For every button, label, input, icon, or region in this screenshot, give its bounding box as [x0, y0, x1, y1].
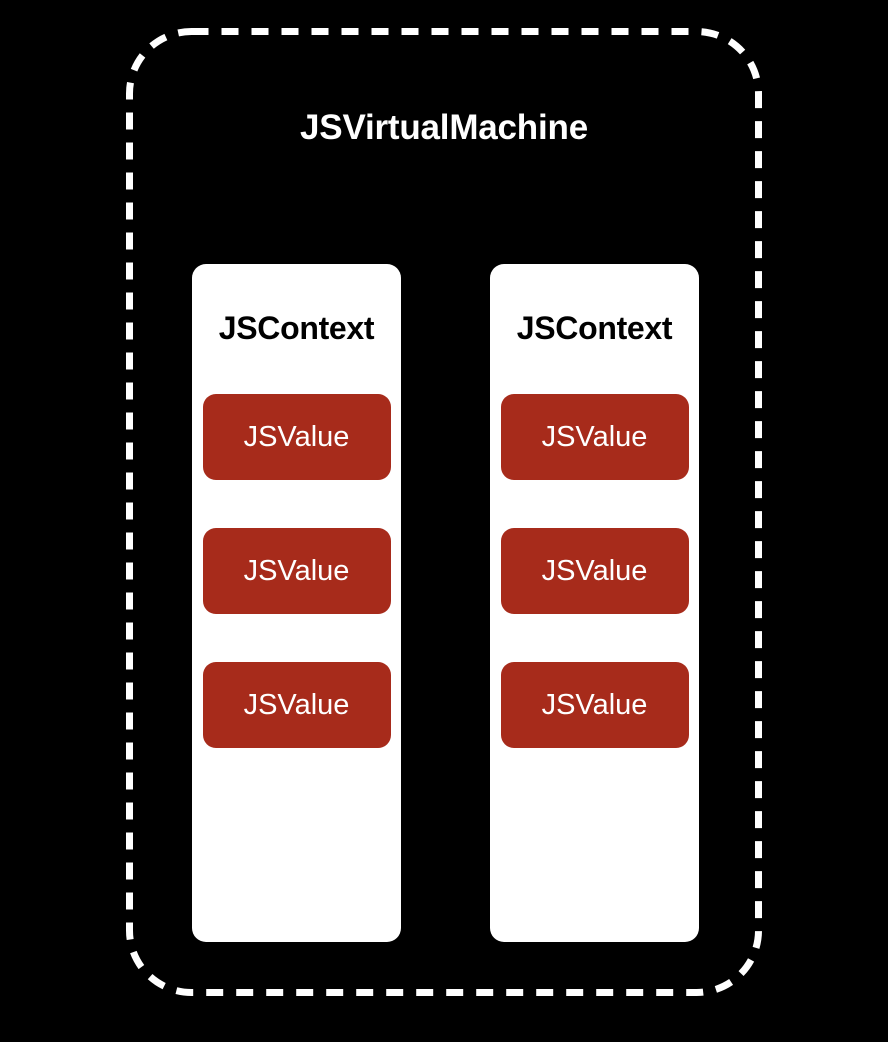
jsvalue-box-1-2[interactable]: JSValue [202, 528, 391, 614]
jscontext-title-2: JSContext [516, 310, 673, 346]
jscontext-title-1: JSContext [218, 310, 375, 346]
jsvalue-stack-2: JSValue JSValue JSValue [490, 394, 699, 748]
jsvalue-label-1-2: JSValue [243, 554, 350, 587]
dashed-border-outline [126, 28, 762, 996]
jsvalue-label-1-3: JSValue [243, 688, 350, 721]
jsvalue-label-2-1: JSValue [541, 420, 648, 453]
jsvalue-label-1-1: JSValue [243, 420, 350, 453]
context-columns: JSContext JSValue JSValue JSValue JSCont… [192, 264, 699, 942]
jsvalue-box-2-3[interactable]: JSValue [500, 662, 689, 748]
jsvalue-label-2-3: JSValue [541, 688, 648, 721]
jsvalue-box-1-1[interactable]: JSValue [202, 394, 391, 480]
jscontext-card-2[interactable]: JSContext JSValue JSValue JSValue [490, 264, 699, 942]
jscontext-card-1[interactable]: JSContext JSValue JSValue JSValue [192, 264, 401, 942]
jsvalue-stack-1: JSValue JSValue JSValue [192, 394, 401, 748]
jsvalue-box-2-2[interactable]: JSValue [500, 528, 689, 614]
jsvalue-label-2-2: JSValue [541, 554, 648, 587]
page-title: JSVirtualMachine [300, 108, 588, 147]
jsvirtualmachine-container: JSVirtualMachine [126, 28, 762, 996]
jsvalue-box-1-3[interactable]: JSValue [202, 662, 391, 748]
jsvalue-box-2-1[interactable]: JSValue [500, 394, 689, 480]
